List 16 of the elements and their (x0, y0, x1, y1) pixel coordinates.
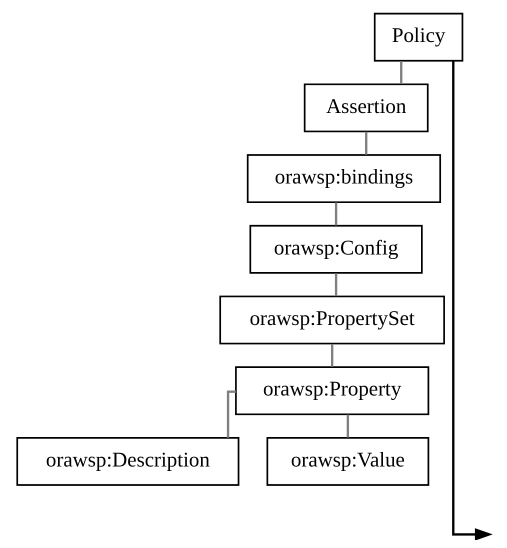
connector (346, 414, 350, 438)
connector (330, 344, 334, 367)
connector (334, 273, 338, 296)
node-box: orawsp:Description (16, 437, 240, 486)
connector (400, 61, 402, 84)
node-box: orawsp:bindings (246, 154, 442, 204)
connector (365, 132, 368, 155)
node-box: orawsp:Value (266, 437, 430, 486)
node-box: Policy (374, 12, 464, 62)
node-box: orawsp:PropertySet (219, 296, 445, 344)
node-box: orawsp:Property (235, 366, 430, 416)
arrow (452, 60, 493, 540)
node-box: Assertion (304, 83, 429, 132)
connector (226, 390, 236, 438)
connector (334, 202, 338, 226)
node-box: orawsp:Config (249, 224, 423, 274)
